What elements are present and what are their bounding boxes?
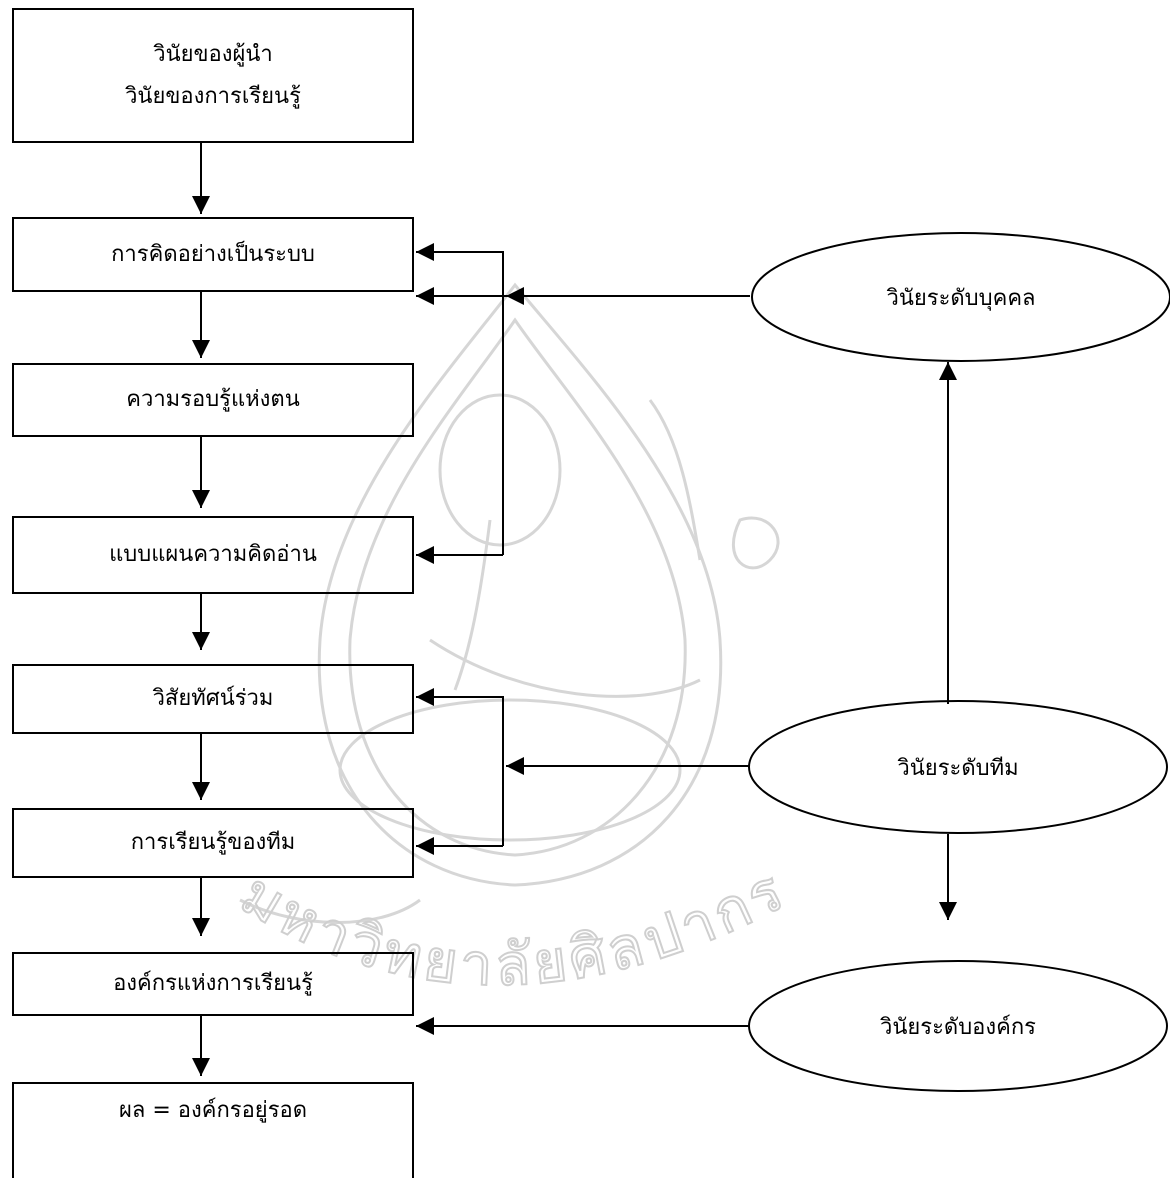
arm-curve <box>429 638 701 698</box>
raised-arm <box>648 399 702 561</box>
elephant-head <box>438 393 562 547</box>
box-learning-organization: องค์กรแห่งการเรียนรู้ <box>12 952 414 1016</box>
box-shared-vision: วิสัยทัศน์ร่วม <box>12 664 414 734</box>
bracket-team-top <box>416 688 504 846</box>
label-individual-level: วินัยระดับบุคคล <box>886 285 1036 311</box>
ellipse-individual-level <box>751 232 1170 362</box>
box-personal-mastery: ความรอบรู้แห่งตน <box>12 363 414 437</box>
elephant-trunk <box>453 519 492 691</box>
seal-outline <box>317 282 723 887</box>
bracket-individual-top <box>416 243 504 555</box>
box-systems-thinking: การคิดอย่างเป็นระบบ <box>12 217 414 292</box>
ellipse-organization-level <box>748 960 1168 1092</box>
lotus-base <box>338 698 682 842</box>
ribbon-left <box>239 898 421 924</box>
box-leader-line-2: วินัยของการเรียนรู้ <box>125 83 301 109</box>
box-team-learning: การเรียนรู้ของทีม <box>12 808 414 878</box>
ellipse-team-level <box>748 700 1168 834</box>
label-organization-level: วินัยระดับองค์กร <box>880 1014 1036 1040</box>
box-leader-line-1: วินัยของผู้นำ <box>153 41 273 67</box>
held-object <box>732 516 780 570</box>
label-team-level: วินัยระดับทีม <box>897 755 1019 781</box>
box-leader-discipline: วินัยของผู้นำ วินัยของการเรียนรู้ <box>12 8 414 143</box>
box-mental-models: แบบแผนความคิดอ่าน <box>12 516 414 594</box>
box-result: ผล = องค์กรอยู่รอด <box>12 1082 414 1178</box>
